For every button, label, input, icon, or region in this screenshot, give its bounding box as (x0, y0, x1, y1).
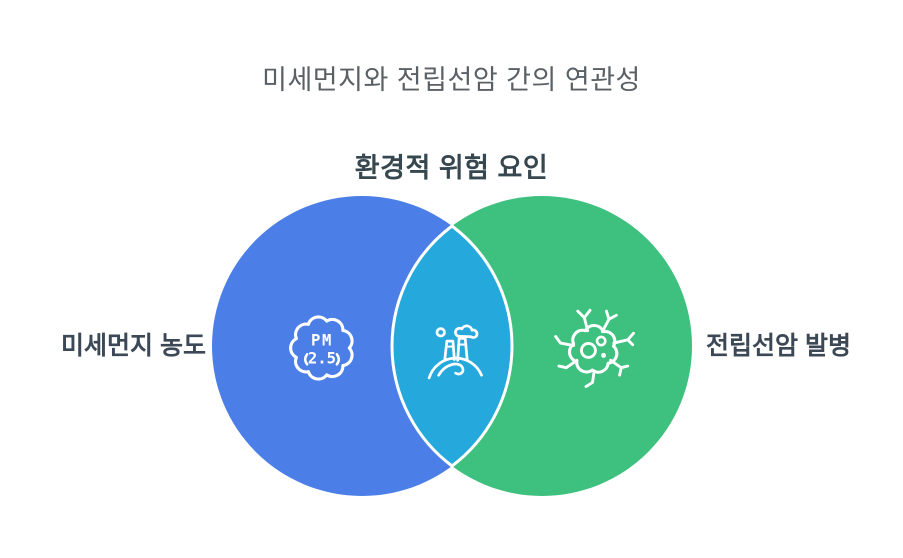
pm25-cloud-icon: PM 2.5 (289, 315, 354, 381)
pm-icon-text-line1: PM (311, 332, 333, 350)
page-title: 미세먼지와 전립선암 간의 연관성 (262, 65, 641, 95)
intersection-title: 환경적 위험 요인 (354, 153, 549, 183)
right-circle-label: 전립선암 발병 (706, 332, 851, 360)
cancer-cell-icon (554, 308, 635, 388)
left-circle-label: 미세먼지 농도 (61, 332, 206, 360)
pollution-factory-icon (427, 324, 483, 380)
pm-icon-text-line2: 2.5 (308, 350, 336, 368)
